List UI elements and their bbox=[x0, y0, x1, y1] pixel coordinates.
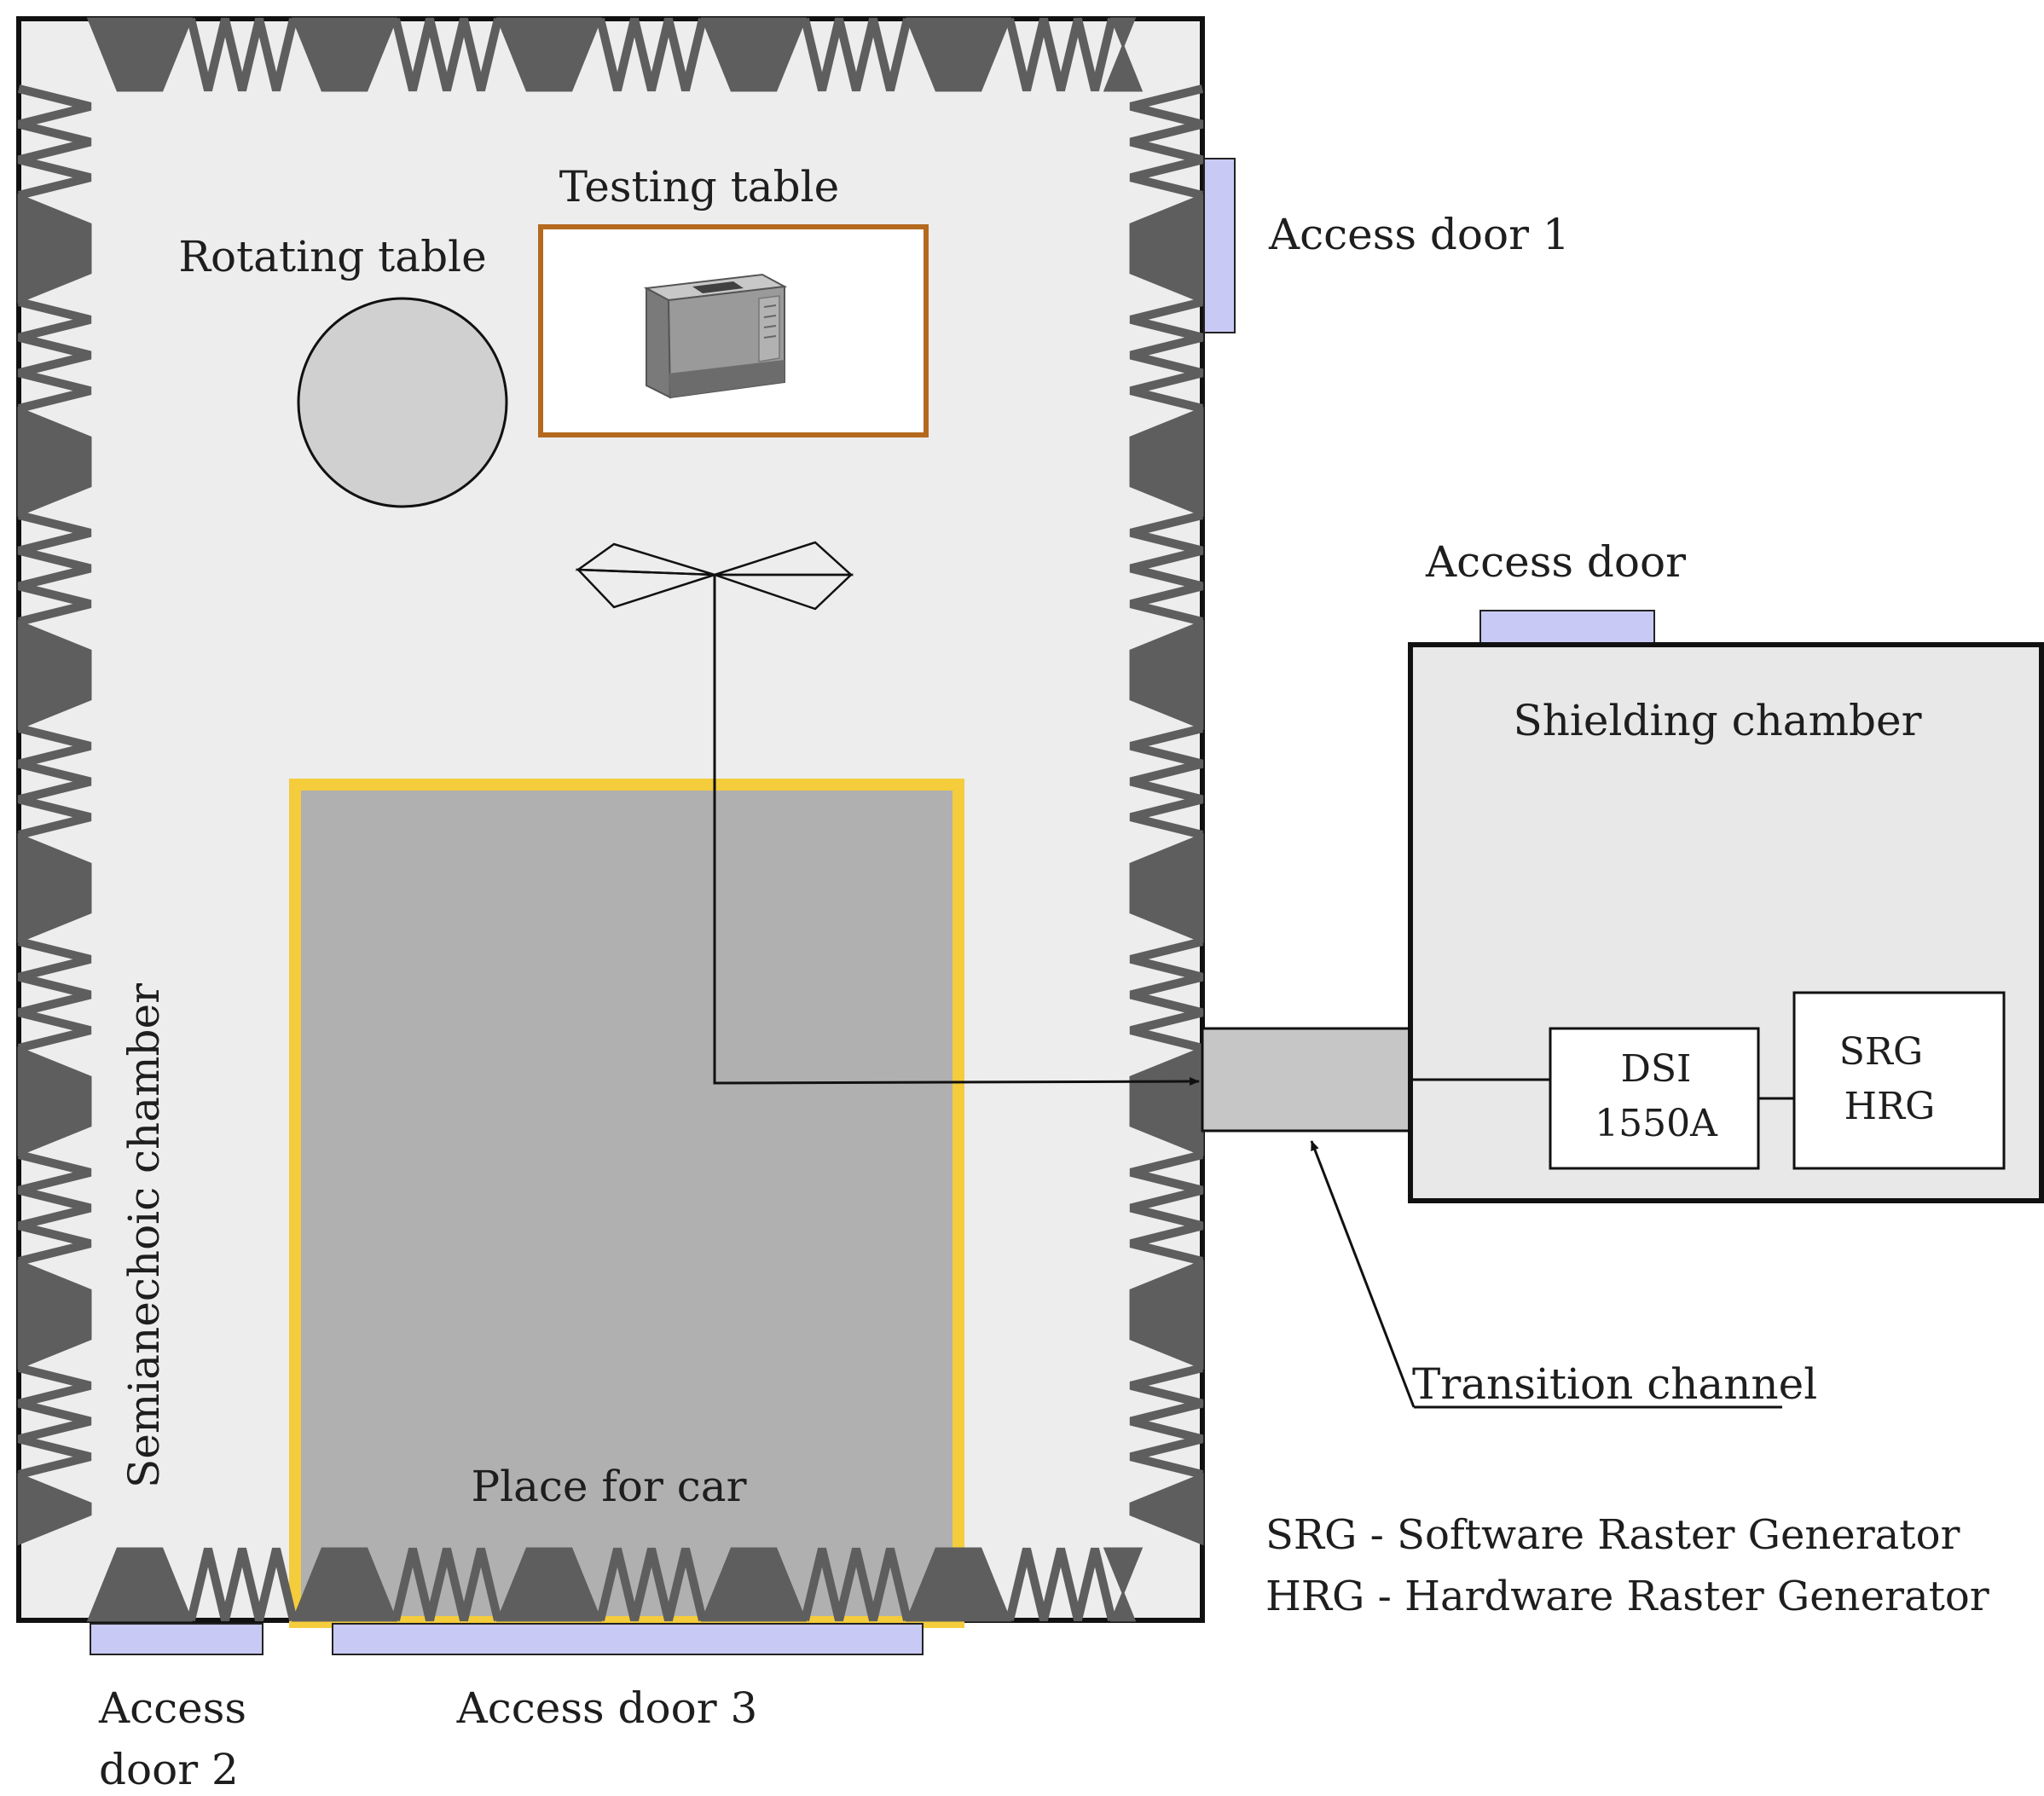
absorber-zigzag bbox=[1129, 84, 1204, 200]
access-door-2-label-line1: Access bbox=[98, 1683, 246, 1733]
place-for-car-label: Place for car bbox=[471, 1462, 746, 1511]
printer-icon bbox=[643, 273, 788, 399]
absorber-zigzag bbox=[801, 1547, 912, 1622]
access-door-3-label: Access door 3 bbox=[456, 1683, 758, 1733]
absorber-block bbox=[17, 406, 92, 518]
transition-channel-pointer bbox=[1310, 1140, 1416, 1408]
access-door-3 bbox=[332, 1623, 924, 1655]
transition-channel bbox=[1201, 1027, 1412, 1133]
antenna-cable bbox=[713, 575, 1200, 1086]
absorber-zigzag bbox=[17, 511, 92, 626]
absorber-block bbox=[86, 1547, 194, 1622]
dsi-1550a-box bbox=[1549, 1027, 1760, 1170]
absorber-zigzag bbox=[1129, 1150, 1204, 1266]
absorber-zigzag bbox=[596, 17, 707, 92]
access-door-1 bbox=[1203, 158, 1236, 333]
absorber-block bbox=[17, 832, 92, 944]
rotating-table bbox=[297, 297, 508, 508]
access-door-label: Access door bbox=[1425, 537, 1686, 587]
absorber-block bbox=[905, 1547, 1012, 1622]
access-door-shielding bbox=[1479, 610, 1655, 646]
absorber-block bbox=[17, 1046, 92, 1157]
absorber-block bbox=[700, 1547, 808, 1622]
absorber-block bbox=[1129, 1472, 1204, 1546]
absorber-zigzag bbox=[1129, 511, 1204, 626]
absorber-block bbox=[1129, 832, 1204, 944]
absorber-zigzag bbox=[391, 1547, 502, 1622]
legend-srg: SRG - Software Raster Generator bbox=[1265, 1511, 1960, 1559]
absorber-zigzag bbox=[1129, 1364, 1204, 1479]
access-door-1-label: Access door 1 bbox=[1268, 210, 1570, 259]
testing-table-label: Testing table bbox=[559, 162, 839, 211]
absorber-zigzag bbox=[17, 84, 92, 200]
absorber-block bbox=[905, 17, 1012, 92]
absorber-zigzag bbox=[17, 1150, 92, 1266]
absorber-zigzag bbox=[17, 937, 92, 1052]
absorber-block bbox=[1129, 1259, 1204, 1370]
absorber-zigzag bbox=[1129, 298, 1204, 413]
absorber-zigzag bbox=[1129, 724, 1204, 839]
absorber-cones-bottom bbox=[86, 1547, 1144, 1622]
absorber-zigzag bbox=[187, 17, 298, 92]
absorber-cones bbox=[17, 17, 1204, 1546]
absorber-block bbox=[495, 17, 603, 92]
access-door-2-label-line2: door 2 bbox=[99, 1745, 239, 1794]
absorber-block bbox=[17, 1472, 92, 1546]
absorber-zigzag bbox=[596, 1547, 707, 1622]
absorber-block bbox=[17, 1259, 92, 1370]
absorber-block bbox=[291, 1547, 398, 1622]
legend-hrg: HRG - Hardware Raster Generator bbox=[1265, 1573, 1989, 1620]
absorber-zigzag bbox=[1005, 1547, 1116, 1622]
absorber-block bbox=[86, 17, 194, 92]
absorber-block bbox=[1103, 1547, 1144, 1622]
absorber-block bbox=[291, 17, 398, 92]
transition-channel-label: Transition channel bbox=[1412, 1359, 1817, 1409]
hrg-label: HRG bbox=[1844, 1085, 1936, 1128]
absorber-block bbox=[1129, 193, 1204, 304]
absorber-zigzag bbox=[17, 1364, 92, 1479]
access-door-2 bbox=[90, 1623, 263, 1655]
absorber-zigzag bbox=[391, 17, 502, 92]
absorber-block bbox=[17, 193, 92, 304]
absorber-block bbox=[1103, 17, 1144, 92]
semianechoic-chamber-label: Semianechoic chamber bbox=[119, 983, 169, 1488]
absorber-zigzag bbox=[187, 1547, 298, 1622]
dsi-label-line1: DSI bbox=[1621, 1047, 1692, 1091]
biconical-antenna-icon bbox=[575, 541, 854, 611]
place-for-car-area bbox=[289, 779, 964, 1628]
absorber-block bbox=[17, 619, 92, 731]
srg-hrg-box bbox=[1792, 991, 2006, 1170]
absorber-zigzag bbox=[1005, 17, 1116, 92]
absorber-block bbox=[1129, 406, 1204, 518]
absorber-block bbox=[495, 1547, 603, 1622]
absorber-block bbox=[1129, 619, 1204, 731]
absorber-block bbox=[700, 17, 808, 92]
dsi-label-line2: 1550A bbox=[1595, 1102, 1718, 1145]
srg-label: SRG bbox=[1839, 1030, 1923, 1074]
absorber-zigzag bbox=[17, 298, 92, 413]
absorber-zigzag bbox=[17, 724, 92, 839]
rotating-table-label: Rotating table bbox=[178, 232, 486, 281]
absorber-zigzag bbox=[801, 17, 912, 92]
absorber-zigzag bbox=[1129, 937, 1204, 1052]
shielding-chamber-label: Shielding chamber bbox=[1513, 696, 1921, 745]
